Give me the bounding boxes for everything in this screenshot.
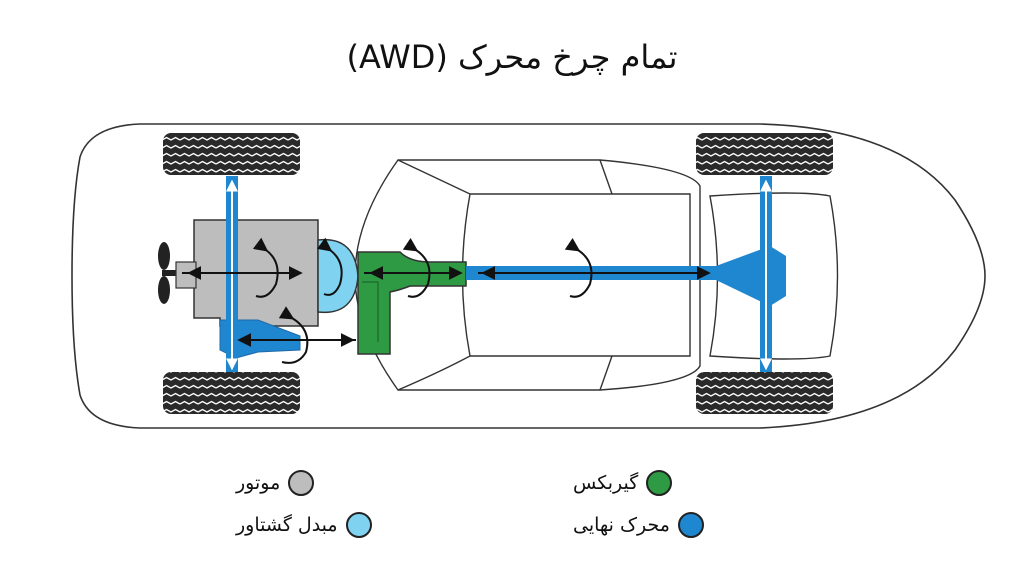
diagram-title: تمام چرخ محرک (AWD) — [346, 38, 678, 76]
legend-label: موتور — [236, 472, 281, 494]
rotation-arrow — [402, 237, 431, 298]
tire-rear-left — [696, 133, 833, 175]
tire-rear-right — [696, 372, 833, 414]
legend-torque-converter: مبدل گشتاور — [236, 512, 372, 538]
legend-label: گیربکس — [573, 472, 639, 494]
rotation-arrow — [316, 237, 343, 296]
legend-label: محرک نهایی — [573, 514, 670, 536]
tire-front-right — [163, 372, 300, 414]
legend-swatch — [345, 512, 372, 538]
gearbox — [357, 251, 467, 355]
legend-swatch — [646, 470, 673, 496]
legend-engine: موتور — [236, 470, 315, 496]
legend-label: مبدل گشتاور — [236, 514, 338, 536]
legend-gearbox: گیربکس — [573, 470, 673, 496]
legend-final-drive: محرک نهایی — [573, 512, 704, 538]
legend-swatch — [288, 470, 315, 496]
tire-front-left — [163, 133, 300, 175]
legend-swatch — [677, 512, 704, 538]
fan-icon — [158, 242, 176, 304]
rotation-arrow — [564, 237, 593, 298]
rotation-arrow — [252, 237, 279, 298]
rotation-arrow — [278, 306, 309, 364]
